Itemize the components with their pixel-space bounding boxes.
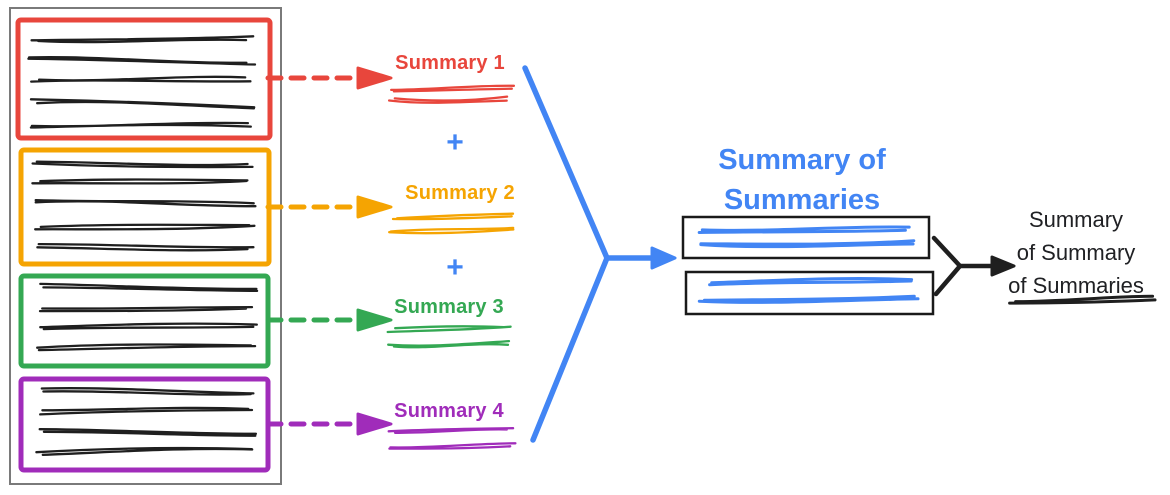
scribble-line [36, 343, 257, 352]
title-line-1: Summary of [718, 144, 886, 176]
summary-1-scribble [387, 84, 516, 104]
final-line-2: of Summary [1016, 240, 1136, 265]
scribble-line [29, 98, 256, 110]
scribble-line [34, 223, 256, 231]
final-summary-label: Summary of Summary of Summaries [1008, 203, 1144, 302]
scribble-line [697, 294, 920, 304]
final-line-3: of Summaries [1008, 273, 1144, 298]
dashed-arrow-yellow [265, 195, 393, 219]
scribble-line [38, 305, 254, 313]
scribble-line [388, 442, 517, 450]
arrowhead-icon [650, 246, 677, 270]
document-text-purple [35, 387, 258, 456]
plus-sign-2: + [446, 251, 464, 284]
summary-of-summaries-box-1 [681, 215, 931, 260]
arrowhead-icon [356, 412, 393, 436]
scribble-line [39, 282, 259, 293]
scribble-line [387, 427, 515, 434]
summary-2-scribble [388, 212, 515, 235]
scribble-line [708, 276, 914, 287]
scribble-line [27, 56, 257, 66]
plus-sign-1: + [446, 126, 464, 159]
summary-4-scribble [387, 427, 517, 450]
merge-bracket-blue [522, 65, 677, 443]
document-text-red [27, 35, 257, 129]
summary-of-summaries-text [697, 225, 920, 304]
summary-1-label: Summary 1 [395, 52, 505, 74]
scribble-line [390, 84, 516, 93]
bracket-lines [931, 235, 963, 297]
arrowhead-icon [356, 308, 393, 332]
bracket-lines [522, 65, 610, 443]
scribble-line [387, 95, 509, 104]
scribble-line [391, 212, 515, 221]
summary-4-label: Summary 4 [394, 400, 504, 422]
arrowhead-icon [356, 195, 393, 219]
scribble-line [30, 35, 255, 44]
scribble-line [388, 226, 515, 235]
scribble-line [31, 160, 254, 169]
scribble-line [387, 339, 511, 349]
dashed-arrow-red [265, 66, 393, 90]
title-line-2: Summaries [723, 184, 881, 216]
scribble-line [699, 239, 916, 249]
arrowhead-icon [356, 66, 393, 90]
document-text-green [36, 282, 259, 352]
summary-of-summaries-title: Summary of Summaries [718, 140, 886, 220]
scribble-line [38, 428, 258, 437]
scribble-line [39, 406, 254, 416]
scribble-line [30, 75, 252, 83]
scribble-line [386, 325, 512, 334]
document-text-yellow [31, 160, 257, 252]
final-line-1: Summary [1028, 207, 1124, 232]
arrowhead-icon [990, 255, 1016, 277]
scribble-line [35, 446, 254, 456]
scribble-line [29, 121, 252, 129]
dashed-arrow-green [265, 308, 393, 332]
scribble-line [697, 225, 911, 234]
summary-3-scribble [386, 325, 512, 349]
final-summary-scribble [1008, 294, 1157, 305]
dashed-arrow-purple [265, 412, 393, 436]
scribble-line [39, 322, 258, 331]
summary-3-label: Summary 3 [394, 296, 504, 318]
merge-bracket-black [931, 235, 1016, 297]
scribble-line [34, 198, 257, 208]
scribble-line [31, 178, 249, 185]
scribble-line [36, 242, 255, 252]
summary-2-label: Summary 2 [405, 182, 515, 204]
scribble-line [40, 387, 255, 396]
